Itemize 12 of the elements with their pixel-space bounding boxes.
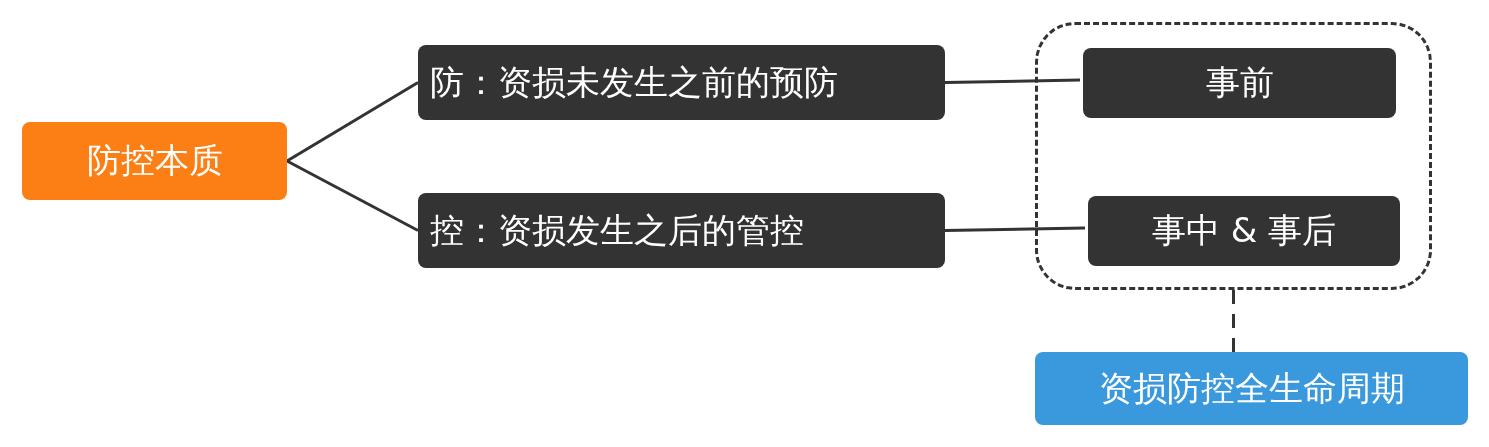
stage-box: 事中 & 事后 [1088,196,1400,266]
connector-line [944,226,1086,232]
connector-line [1232,290,1235,352]
connector-line [286,81,419,163]
lifecycle-box: 资损防控全生命周期 [1035,352,1468,425]
connector-line [944,78,1081,84]
dashed-group-box [1035,22,1432,290]
stage-box: 事前 [1083,48,1396,118]
topic-box: 防控本质 [22,122,287,200]
connector-line [286,159,419,232]
process-box: 防：资损未发生之前的预防 [418,45,945,120]
process-box: 控：资损发生之后的管控 [418,193,945,268]
